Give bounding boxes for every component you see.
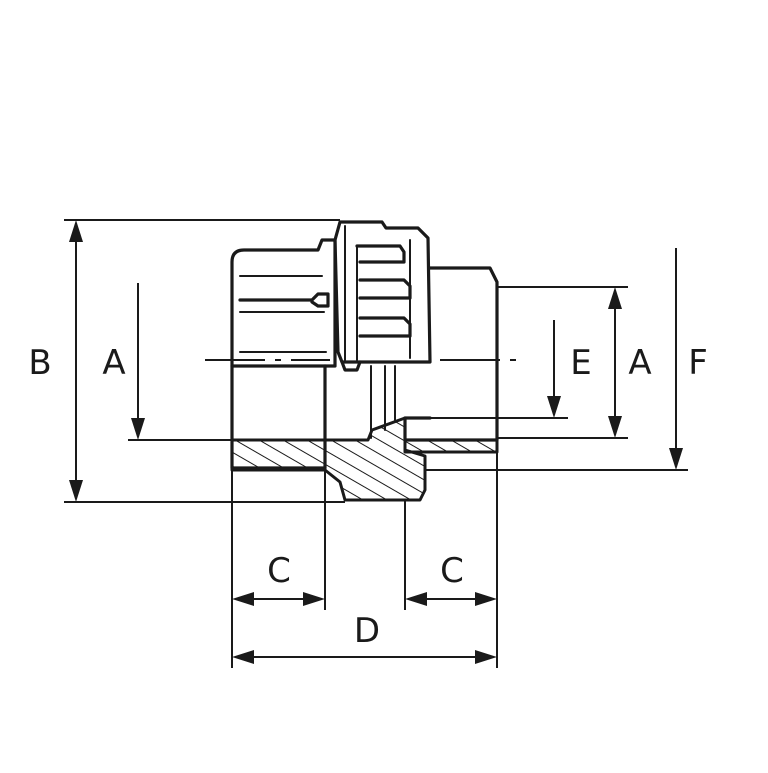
dim-D-arrow-l [232, 650, 254, 664]
label-A-left: A [102, 343, 125, 383]
label-E: E [570, 343, 591, 383]
dimension-labels: B A E A F C C D [28, 343, 707, 651]
union-body [205, 220, 520, 502]
nut-tab-bottom [358, 316, 412, 338]
nut-tab-middle [358, 278, 412, 300]
dim-D-arrow-r [475, 650, 497, 664]
nut-tab-top [355, 244, 406, 264]
dim-B-arrow-top [69, 220, 83, 242]
dim-C-left-arrow-r [303, 592, 325, 606]
right-socket [403, 266, 499, 442]
dim-B-arrow-bottom [69, 480, 83, 502]
section-center-ring [323, 416, 427, 502]
label-D: D [354, 611, 380, 651]
left-socket-outline [230, 238, 337, 368]
label-C-left: C [267, 551, 291, 591]
left-socket-rib-2 [238, 292, 330, 308]
label-B: B [28, 343, 51, 383]
label-C-right: C [440, 551, 464, 591]
section-right-wall [403, 438, 499, 454]
section-left-wall [230, 438, 327, 472]
label-A-right: A [628, 343, 651, 383]
dim-F-arrow [669, 448, 683, 470]
label-F: F [688, 343, 708, 383]
dim-C-right-arrow-r [475, 592, 497, 606]
union-nut [333, 220, 432, 364]
dim-A-right-arrow-bottom [608, 416, 622, 438]
dim-A-left-arrow [131, 418, 145, 440]
dim-A-right-arrow-top [608, 287, 622, 309]
dimensions [64, 219, 688, 668]
nut-drop [340, 360, 362, 372]
dim-E-arrow [547, 396, 561, 418]
dim-C-right-arrow-l [405, 592, 427, 606]
dim-C-left-arrow-l [232, 592, 254, 606]
